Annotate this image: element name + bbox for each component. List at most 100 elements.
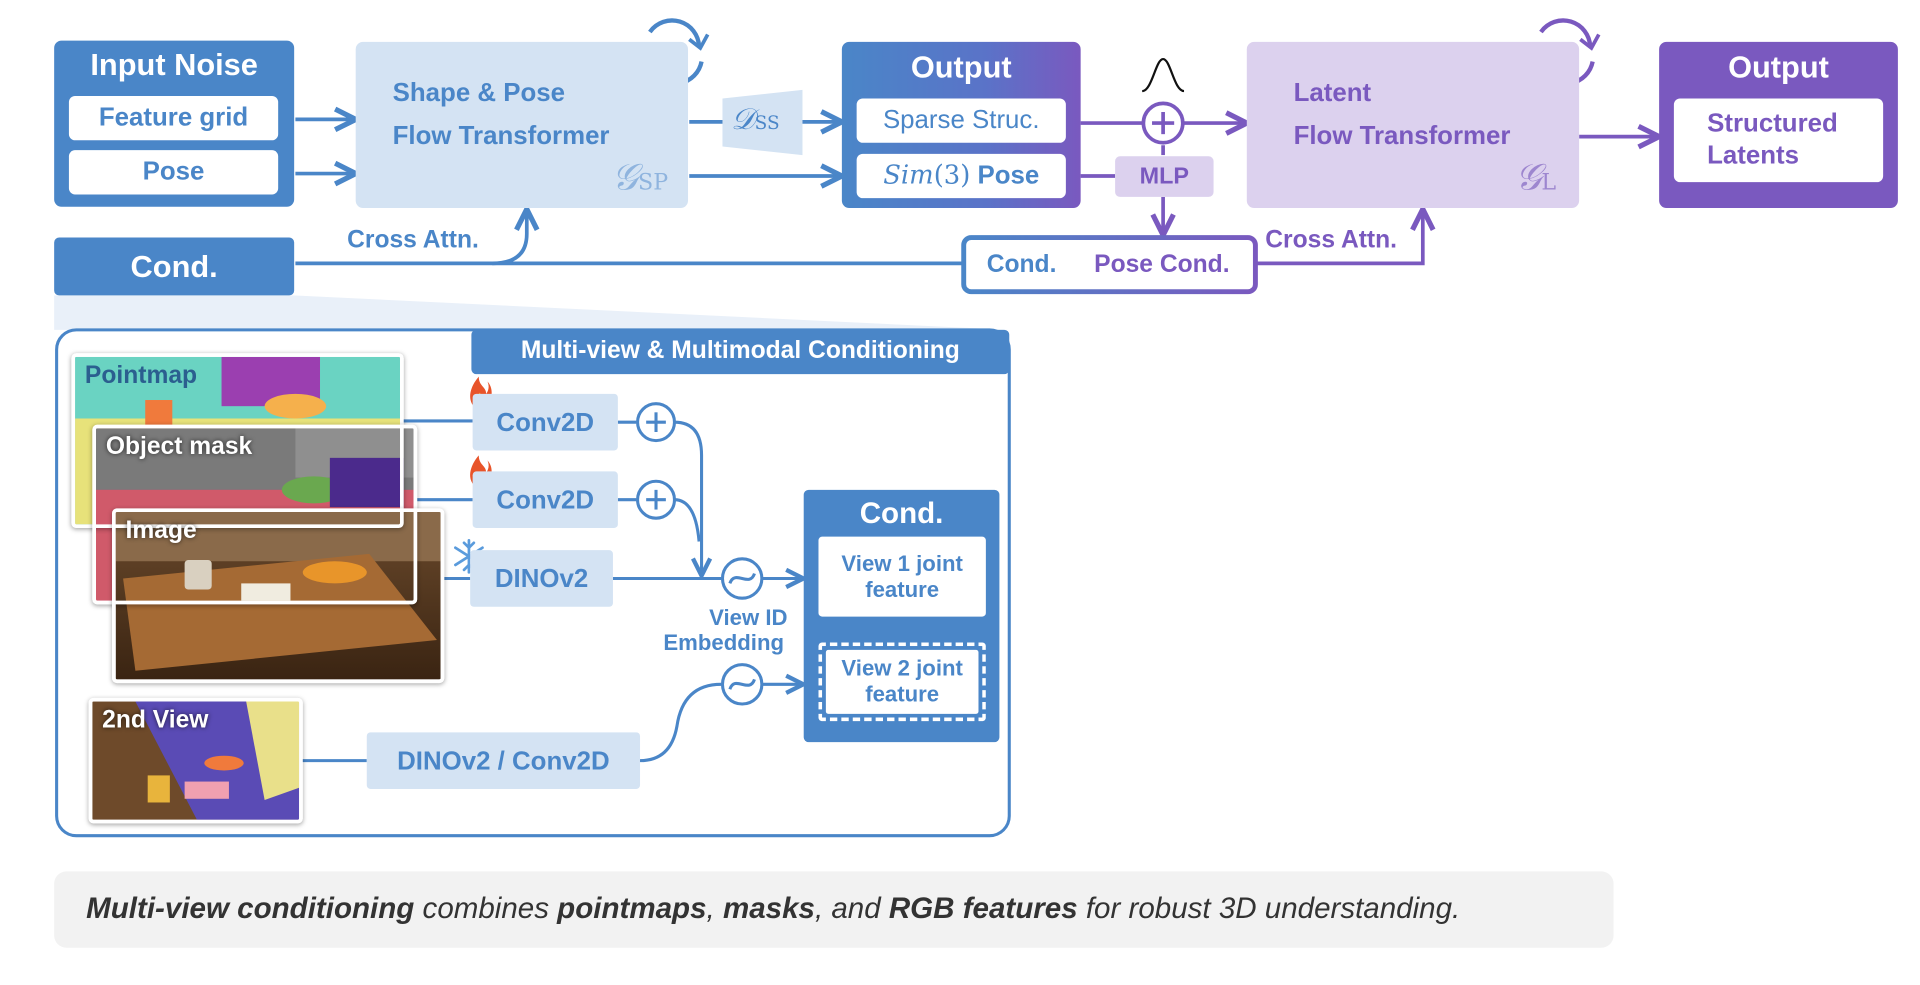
sparse-struc-label: Sparse Struc. bbox=[882, 105, 1040, 135]
view2-feature-slot: View 2 joint feature bbox=[818, 642, 986, 722]
plus-circle-b bbox=[636, 479, 677, 520]
cond-group-cond-slot: Cond. bbox=[972, 244, 1071, 285]
sparse-struc-slot: Sparse Struc. bbox=[856, 98, 1066, 143]
mlp-box: MLP bbox=[1115, 156, 1214, 197]
image-art bbox=[115, 512, 441, 680]
dinov2-box: DINOv2 bbox=[470, 550, 613, 607]
embed-circle-2 bbox=[720, 663, 764, 706]
caption-s5: masks bbox=[722, 892, 815, 926]
conv2d-b-label: Conv2D bbox=[496, 486, 595, 515]
view-id-line2: Embedding bbox=[663, 630, 785, 655]
second-encoder-box: DINOv2 / Conv2D bbox=[366, 732, 641, 789]
output1-title: Output bbox=[910, 50, 1012, 85]
feature-grid-label: Feature grid bbox=[98, 103, 249, 132]
cross-attn-right-label: Cross Attn. bbox=[1265, 226, 1398, 254]
panel-cond-box: Cond. View 1 joint feature View 2 joint … bbox=[803, 489, 1000, 743]
noise-bell-curve bbox=[1141, 57, 1185, 93]
structured-latents-slot: Structured Latents bbox=[1673, 98, 1884, 183]
view2-inner: View 2 joint feature bbox=[825, 649, 979, 714]
view-id-line1: View ID bbox=[709, 605, 788, 631]
d-ss-symbol: 𝒟 bbox=[731, 102, 755, 137]
decoder-shape bbox=[722, 89, 803, 156]
panel-cond-title: Cond. bbox=[859, 497, 944, 531]
shape-pose-transformer-box: Shape & Pose Flow Transformer 𝒢SP bbox=[355, 41, 689, 209]
second-view-label: 2nd View bbox=[102, 706, 209, 734]
g-l-subscript: L bbox=[1541, 169, 1557, 196]
arrow-merge-a bbox=[674, 420, 701, 573]
shape-pose-line2: Flow Transformer bbox=[392, 121, 610, 151]
pointmap-thumb: Pointmap bbox=[71, 353, 404, 529]
cond-group-cond-label: Cond. bbox=[986, 251, 1057, 279]
pointmap-label: Pointmap bbox=[84, 361, 198, 389]
conv2d-a-box: Conv2D bbox=[472, 393, 618, 451]
second-view-art bbox=[92, 701, 300, 820]
decoder-symbol: 𝒟SS bbox=[731, 102, 780, 136]
g-sp-symbol: 𝒢 bbox=[611, 156, 639, 200]
latent-line2: Flow Transformer bbox=[1293, 121, 1511, 151]
output2-box: Output Structured Latents bbox=[1659, 41, 1898, 209]
caption-s4: , bbox=[706, 892, 723, 926]
arrow-cross-attn-right bbox=[1255, 212, 1422, 266]
sim3-pose-label: Sim(3) Pose bbox=[857, 160, 1066, 191]
sim3-pose-slot: Sim(3) Pose bbox=[856, 153, 1066, 199]
shape-pose-line1: Shape & Pose bbox=[392, 78, 566, 108]
shape-pose-symbol: 𝒢SP bbox=[612, 156, 668, 199]
arrow-merge-b bbox=[674, 498, 701, 542]
pose-label: Pose bbox=[142, 157, 205, 186]
caption-s7: RGB features bbox=[888, 892, 1078, 926]
caption-s8: for robust 3D understanding. bbox=[1077, 892, 1461, 926]
conditioning-panel-title: Multi-view & Multimodal Conditioning bbox=[520, 337, 960, 365]
cross-attn-left-label: Cross Attn. bbox=[347, 226, 479, 254]
conv2d-a-label: Conv2D bbox=[496, 408, 595, 437]
cond-expansion-wedge bbox=[54, 295, 1010, 330]
view2-line2: feature bbox=[865, 681, 940, 707]
pose-slot: Pose bbox=[68, 150, 279, 195]
input-noise-title: Input Noise bbox=[90, 48, 258, 83]
view1-line1: View 1 joint bbox=[841, 551, 963, 577]
latent-line1: Latent bbox=[1293, 78, 1372, 108]
feature-grid-slot: Feature grid bbox=[68, 96, 279, 141]
image-label: Image bbox=[125, 516, 197, 545]
conv2d-b-box: Conv2D bbox=[472, 471, 618, 529]
snowflake-icon bbox=[454, 538, 484, 574]
g-sp-subscript: SP bbox=[638, 169, 669, 196]
arrow-second-view bbox=[639, 682, 722, 763]
dinov2-label: DINOv2 bbox=[494, 564, 589, 594]
caption-box: Multi-view conditioning combines pointma… bbox=[54, 871, 1614, 948]
latent-transformer-box: Latent Flow Transformer 𝒢L bbox=[1246, 41, 1580, 209]
caption-s2: combines bbox=[414, 892, 558, 926]
plus-circle-a bbox=[636, 402, 677, 443]
caption-text: Multi-view conditioning combines pointma… bbox=[86, 892, 1460, 926]
second-view-thumb: 2nd View bbox=[88, 697, 303, 824]
output2-title: Output bbox=[1728, 50, 1829, 85]
embed-circle-1 bbox=[720, 557, 764, 600]
pose-word: Pose bbox=[977, 161, 1040, 190]
cond-main-label: Cond. bbox=[130, 249, 218, 285]
output1-box: Output Sparse Struc. Sim(3) Pose bbox=[841, 41, 1081, 209]
caption-s3: pointmaps bbox=[557, 892, 707, 926]
cond-group-pose-label: Pose Cond. bbox=[1094, 251, 1230, 279]
caption-s1: Multi-view conditioning bbox=[86, 892, 415, 926]
sim-italic: Sim bbox=[883, 160, 934, 190]
input-noise-box: Input Noise Feature grid Pose bbox=[54, 40, 295, 207]
sim-paren: (3) bbox=[933, 160, 971, 190]
image-thumb: Image bbox=[112, 508, 445, 684]
view1-line2: feature bbox=[865, 577, 940, 602]
d-ss-subscript: SS bbox=[754, 112, 780, 135]
cond-group-pose-slot: Pose Cond. bbox=[1076, 244, 1247, 285]
latent-symbol: 𝒢L bbox=[1515, 156, 1556, 199]
view1-feature-slot: View 1 joint feature bbox=[818, 536, 986, 617]
object-mask-thumb: Object mask bbox=[92, 424, 418, 605]
structured-line1: Structured bbox=[1707, 109, 1838, 138]
cond-main-box: Cond. bbox=[54, 237, 295, 296]
conditioning-panel-header: Multi-view & Multimodal Conditioning bbox=[471, 329, 1010, 375]
view2-line1: View 2 joint bbox=[841, 656, 963, 681]
structured-line2: Latents bbox=[1707, 141, 1800, 170]
second-encoder-label: DINOv2 / Conv2D bbox=[397, 747, 610, 776]
object-mask-label: Object mask bbox=[105, 433, 253, 461]
g-l-symbol: 𝒢 bbox=[1515, 156, 1542, 200]
caption-s6: , and bbox=[814, 892, 889, 926]
mlp-label: MLP bbox=[1139, 163, 1190, 190]
